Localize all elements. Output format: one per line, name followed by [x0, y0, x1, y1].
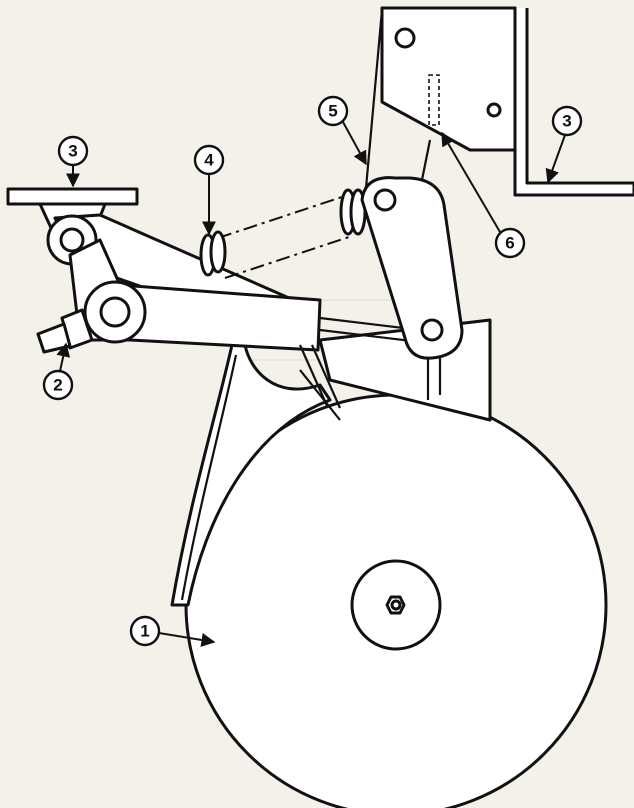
- svg-text:1: 1: [140, 622, 149, 641]
- drag-rods: [298, 316, 421, 409]
- bracket-rivet: [486, 102, 502, 118]
- hub-nut-center: [390, 599, 402, 611]
- callout-3-left: 3: [57, 135, 89, 188]
- callout-4: 4: [193, 144, 225, 236]
- callout-1: 1: [129, 615, 216, 647]
- swing-link-top-hole: [373, 188, 397, 212]
- spring-assembly: [199, 188, 367, 279]
- hidden-pin: [428, 74, 440, 126]
- svg-text:5: 5: [328, 102, 337, 121]
- swing-link: [360, 176, 464, 360]
- callout-6: 6: [441, 131, 526, 259]
- bracket-bolt-hole: [394, 27, 416, 49]
- svg-text:3: 3: [562, 112, 571, 131]
- scraper-arm: [170, 343, 341, 607]
- callout-3-right: 3: [545, 105, 583, 184]
- lower-pivot-hole: [99, 296, 131, 328]
- coulter-disc: [184, 393, 608, 808]
- svg-text:2: 2: [53, 376, 62, 395]
- upper-pivot-hole: [59, 227, 85, 253]
- svg-text:4: 4: [204, 151, 214, 170]
- svg-text:3: 3: [68, 142, 77, 161]
- frame-bracket: [380, 6, 634, 197]
- callout-5: 5: [317, 95, 367, 166]
- swing-link-bottom-hole: [420, 318, 444, 342]
- lower-link-arm: [36, 238, 322, 354]
- callout-2: 2: [42, 342, 74, 401]
- svg-text:6: 6: [505, 234, 514, 253]
